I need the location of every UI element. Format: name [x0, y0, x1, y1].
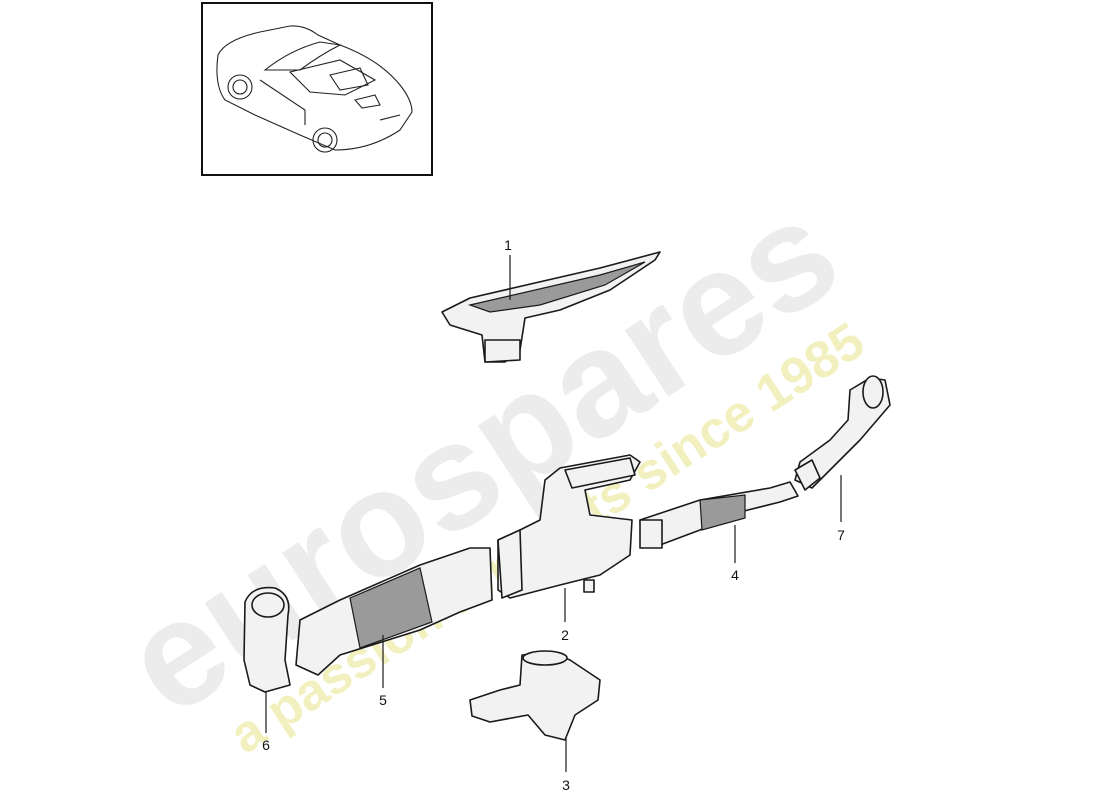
callout-6: 6	[262, 692, 270, 753]
callout-number-3: 3	[562, 777, 570, 793]
part-6-vent-elbow-left[interactable]	[243, 586, 291, 693]
callout-number-6: 6	[262, 737, 270, 753]
callout-7: 7	[837, 475, 845, 543]
callout-2: 2	[561, 588, 569, 643]
callout-4: 4	[731, 525, 739, 583]
callout-number-4: 4	[731, 567, 739, 583]
callout-number-5: 5	[379, 692, 387, 708]
callout-1: 1	[504, 237, 512, 300]
part-1-air-duct-top[interactable]	[441, 251, 661, 363]
part-7-vent-elbow-right[interactable]	[794, 375, 891, 491]
part-3-air-duct-lower[interactable]	[469, 650, 601, 741]
car-drawing	[216, 25, 413, 153]
callout-3: 3	[562, 738, 570, 793]
callout-number-1: 1	[504, 237, 512, 253]
callout-number-2: 2	[561, 627, 569, 643]
car-thumbnail	[201, 2, 433, 176]
watermark: eurospares a passion for parts since 198…	[96, 165, 875, 765]
callout-number-7: 7	[837, 527, 845, 543]
part-4-bellows-duct-right[interactable]	[639, 481, 799, 549]
part-2-air-duct-center[interactable]	[497, 454, 641, 599]
watermark-brand: eurospares	[96, 165, 866, 746]
part-5-bellows-duct-left[interactable]	[295, 547, 493, 676]
callout-5: 5	[379, 635, 387, 708]
